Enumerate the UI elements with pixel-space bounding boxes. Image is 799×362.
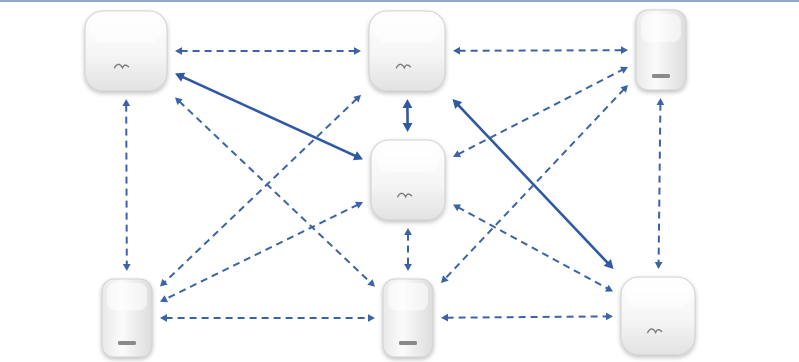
link-bottom-left-to-bottom-center: [160, 314, 375, 322]
device-highlight: [90, 15, 162, 43]
node-bottom-center: [382, 278, 434, 358]
device-port-icon: [118, 341, 136, 345]
link-top-right-to-bottom-right: [654, 98, 665, 269]
device-logo-icon: [395, 63, 412, 70]
arrowhead-icon: [353, 94, 361, 103]
device-highlight: [374, 15, 440, 43]
node-center: [370, 139, 446, 221]
device-highlight: [388, 283, 428, 311]
link-line: [125, 104, 128, 266]
arrowhead-icon: [402, 123, 413, 132]
arrowhead-icon: [603, 259, 614, 269]
link-top-center-to-bottom-right: [452, 99, 614, 269]
arrowhead-icon: [606, 312, 613, 321]
arrowhead-icon: [620, 66, 628, 74]
link-line: [657, 103, 662, 264]
arrowhead-icon: [620, 85, 628, 93]
arrowhead-icon: [654, 262, 663, 269]
link-top-right-to-bottom-center: [441, 85, 628, 283]
link-line: [178, 100, 372, 284]
links-layer: [122, 46, 665, 322]
link-line: [163, 97, 358, 284]
link-line: [180, 75, 358, 158]
link-center-to-bottom-right: [453, 204, 613, 292]
device-port-icon: [399, 341, 417, 345]
link-top-left-to-bottom-center: [175, 97, 375, 287]
link-line: [457, 206, 609, 290]
node-top-right: [635, 9, 687, 91]
arrowhead-icon: [367, 279, 375, 287]
arrowhead-icon: [402, 99, 413, 108]
node-bottom-right: [620, 276, 696, 356]
arrowhead-icon: [122, 264, 131, 271]
link-line: [457, 68, 624, 156]
arrowhead-icon: [621, 46, 628, 54]
device-highlight: [641, 14, 681, 42]
link-line: [164, 203, 359, 301]
arrowhead-icon: [453, 46, 460, 55]
arrowhead-icon: [352, 151, 363, 161]
link-center-to-bottom-center: [404, 228, 412, 271]
link-top-center-to-top-right: [453, 46, 628, 55]
arrowhead-icon: [175, 47, 182, 55]
device-highlight: [107, 283, 147, 311]
link-line: [444, 88, 625, 280]
link-top-center-to-center: [402, 99, 413, 132]
node-bottom-left: [101, 278, 153, 358]
arrowhead-icon: [404, 264, 412, 271]
arrowhead-icon: [656, 98, 665, 105]
arrowhead-icon: [368, 314, 375, 322]
link-line: [446, 315, 608, 319]
arrowhead-icon: [605, 284, 613, 292]
arrowhead-icon: [175, 97, 183, 105]
arrowhead-icon: [355, 201, 363, 209]
arrowhead-icon: [160, 278, 168, 287]
arrowhead-icon: [122, 99, 131, 106]
arrowhead-icon: [441, 313, 448, 322]
link-top-left-to-top-center: [175, 47, 361, 55]
link-top-left-to-bottom-left: [122, 99, 131, 271]
arrowhead-icon: [453, 150, 461, 158]
link-top-center-to-bottom-left: [160, 94, 361, 287]
link-center-to-top-right: [453, 66, 628, 158]
node-top-left: [84, 10, 168, 92]
device-logo-icon: [396, 192, 413, 199]
link-center-to-bottom-left: [160, 201, 363, 303]
arrowhead-icon: [453, 204, 461, 212]
arrowhead-icon: [404, 228, 412, 235]
link-line: [458, 49, 623, 52]
arrowhead-icon: [175, 72, 186, 82]
arrowhead-icon: [160, 295, 168, 303]
link-bottom-center-to-bottom-right: [441, 312, 613, 322]
node-top-center: [368, 10, 446, 92]
device-highlight: [376, 144, 440, 172]
link-top-left-to-center: [175, 72, 363, 161]
device-highlight: [626, 281, 690, 309]
device-logo-icon: [646, 328, 663, 335]
arrowhead-icon: [441, 275, 449, 283]
arrowhead-icon: [160, 314, 167, 322]
link-line: [456, 103, 610, 265]
device-logo-icon: [113, 63, 130, 70]
arrowhead-icon: [354, 47, 361, 55]
nodes-layer: [84, 9, 696, 358]
arrowhead-icon: [452, 99, 463, 109]
device-port-icon: [652, 74, 670, 78]
